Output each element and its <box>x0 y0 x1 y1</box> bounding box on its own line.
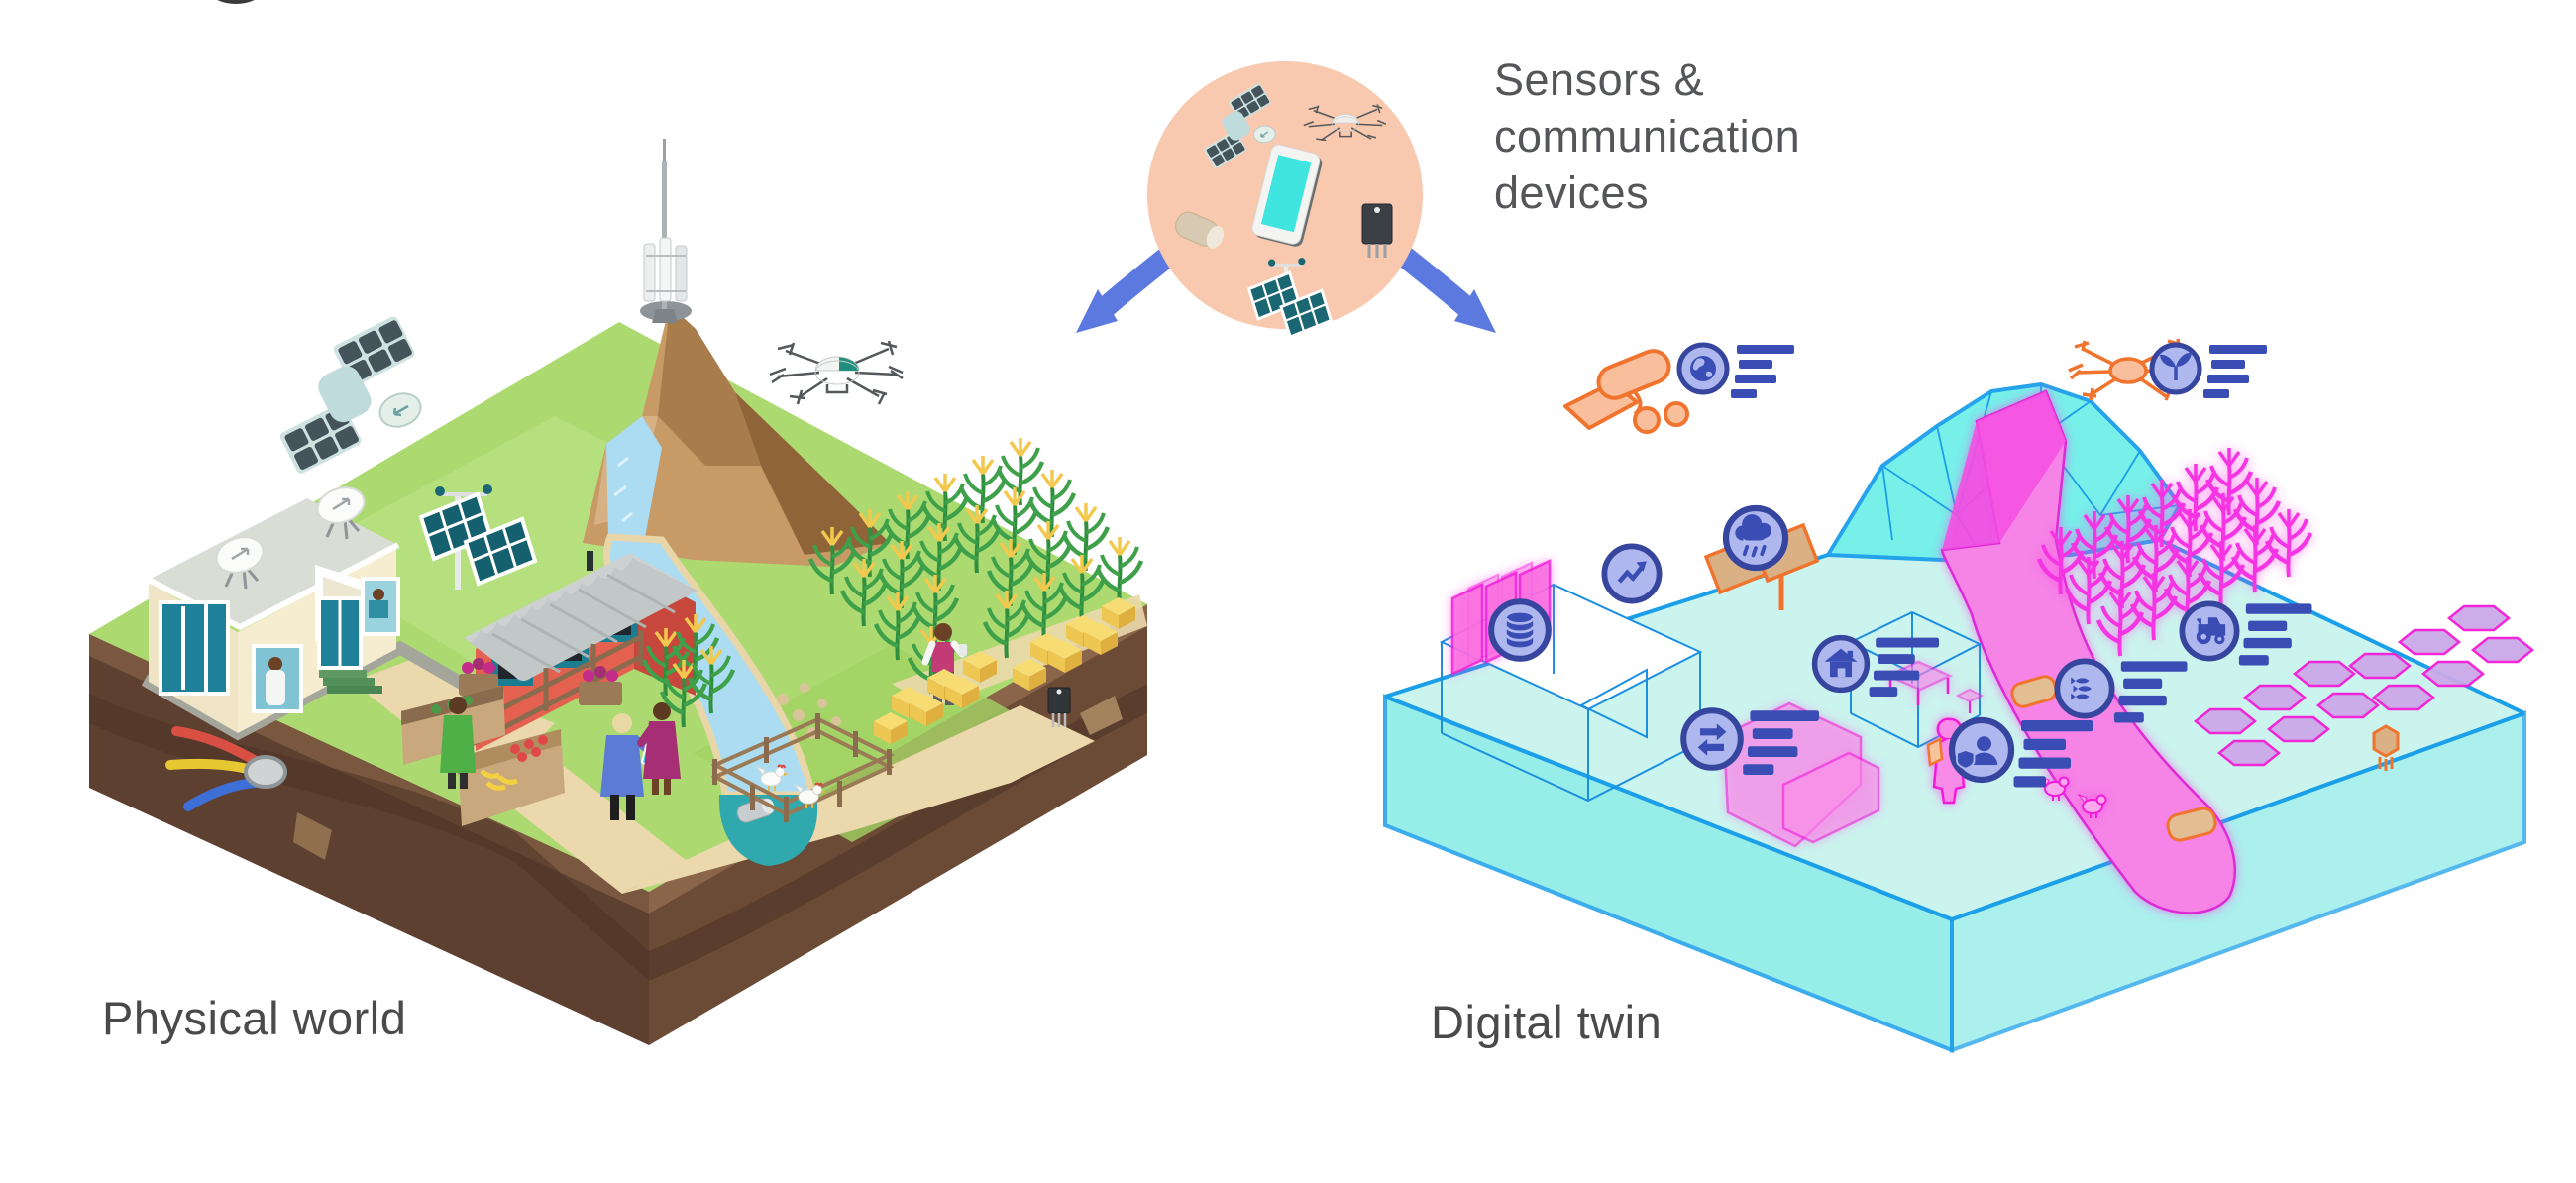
hub-weather-station-icon <box>1246 258 1334 339</box>
satellite-dish-icon <box>316 486 366 540</box>
hub-title: Sensors & communication devices <box>1494 52 1800 221</box>
sensors-hub <box>217 0 1496 339</box>
chicken-pen <box>710 713 895 822</box>
clinic-window-person <box>252 644 303 713</box>
clinic-window-person-2 <box>361 577 400 636</box>
weather-station-icon <box>418 484 538 590</box>
badge-drone-crop-data <box>2152 345 2267 398</box>
hub-satellite-icon <box>1204 83 1276 168</box>
drone-icon <box>769 340 904 405</box>
telecom-tower-icon <box>643 139 688 323</box>
badge-machinery-data <box>2182 603 2312 666</box>
twin-satellite-icon <box>1563 349 1689 434</box>
flower-box <box>579 666 622 705</box>
hub-title-line-1: Sensors & <box>1494 54 1705 105</box>
badge-weather-data <box>1726 508 1785 568</box>
extension-worker <box>600 713 661 820</box>
underground-cables-icon <box>165 726 287 811</box>
physical-world-scene <box>89 139 1147 1045</box>
hub-title-line-2: communication <box>1494 111 1801 161</box>
badge-database <box>1491 601 1549 659</box>
badge-personal-data <box>1952 720 2093 788</box>
satellite-dish-icon <box>215 536 265 590</box>
hub-smartphone-icon <box>1251 144 1323 247</box>
clinic-building <box>141 486 470 741</box>
digital-twin-label: Digital twin <box>1431 996 1663 1048</box>
arrow-to-digital <box>1384 237 1496 333</box>
corrugated-shack <box>448 551 698 759</box>
twin-river-sensor-icon <box>2166 807 2217 842</box>
partial-logo-fragment <box>217 0 255 4</box>
hub-soil-sensor-icon <box>1175 211 1225 249</box>
satellite-icon <box>279 316 422 474</box>
digital-twin-scene <box>1383 338 2534 1053</box>
hub-chip-icon <box>1361 203 1393 258</box>
badge-satellite-data <box>1679 345 1794 398</box>
hub-title-line-3: devices <box>1494 167 1650 218</box>
badge-household-data <box>1815 638 1939 697</box>
twin-soil-sensor-icon <box>2372 724 2400 771</box>
hub-drone-icon <box>1303 104 1387 142</box>
badge-analytics-trend <box>1604 546 1659 600</box>
badge-fish-stock-data <box>2057 661 2188 723</box>
vendor-woman <box>440 697 476 789</box>
villager-woman <box>637 702 681 795</box>
physical-world-label: Physical world <box>102 992 407 1044</box>
soil-chip-sensor-icon <box>1047 687 1071 727</box>
badge-market-exchange <box>1683 710 1819 775</box>
